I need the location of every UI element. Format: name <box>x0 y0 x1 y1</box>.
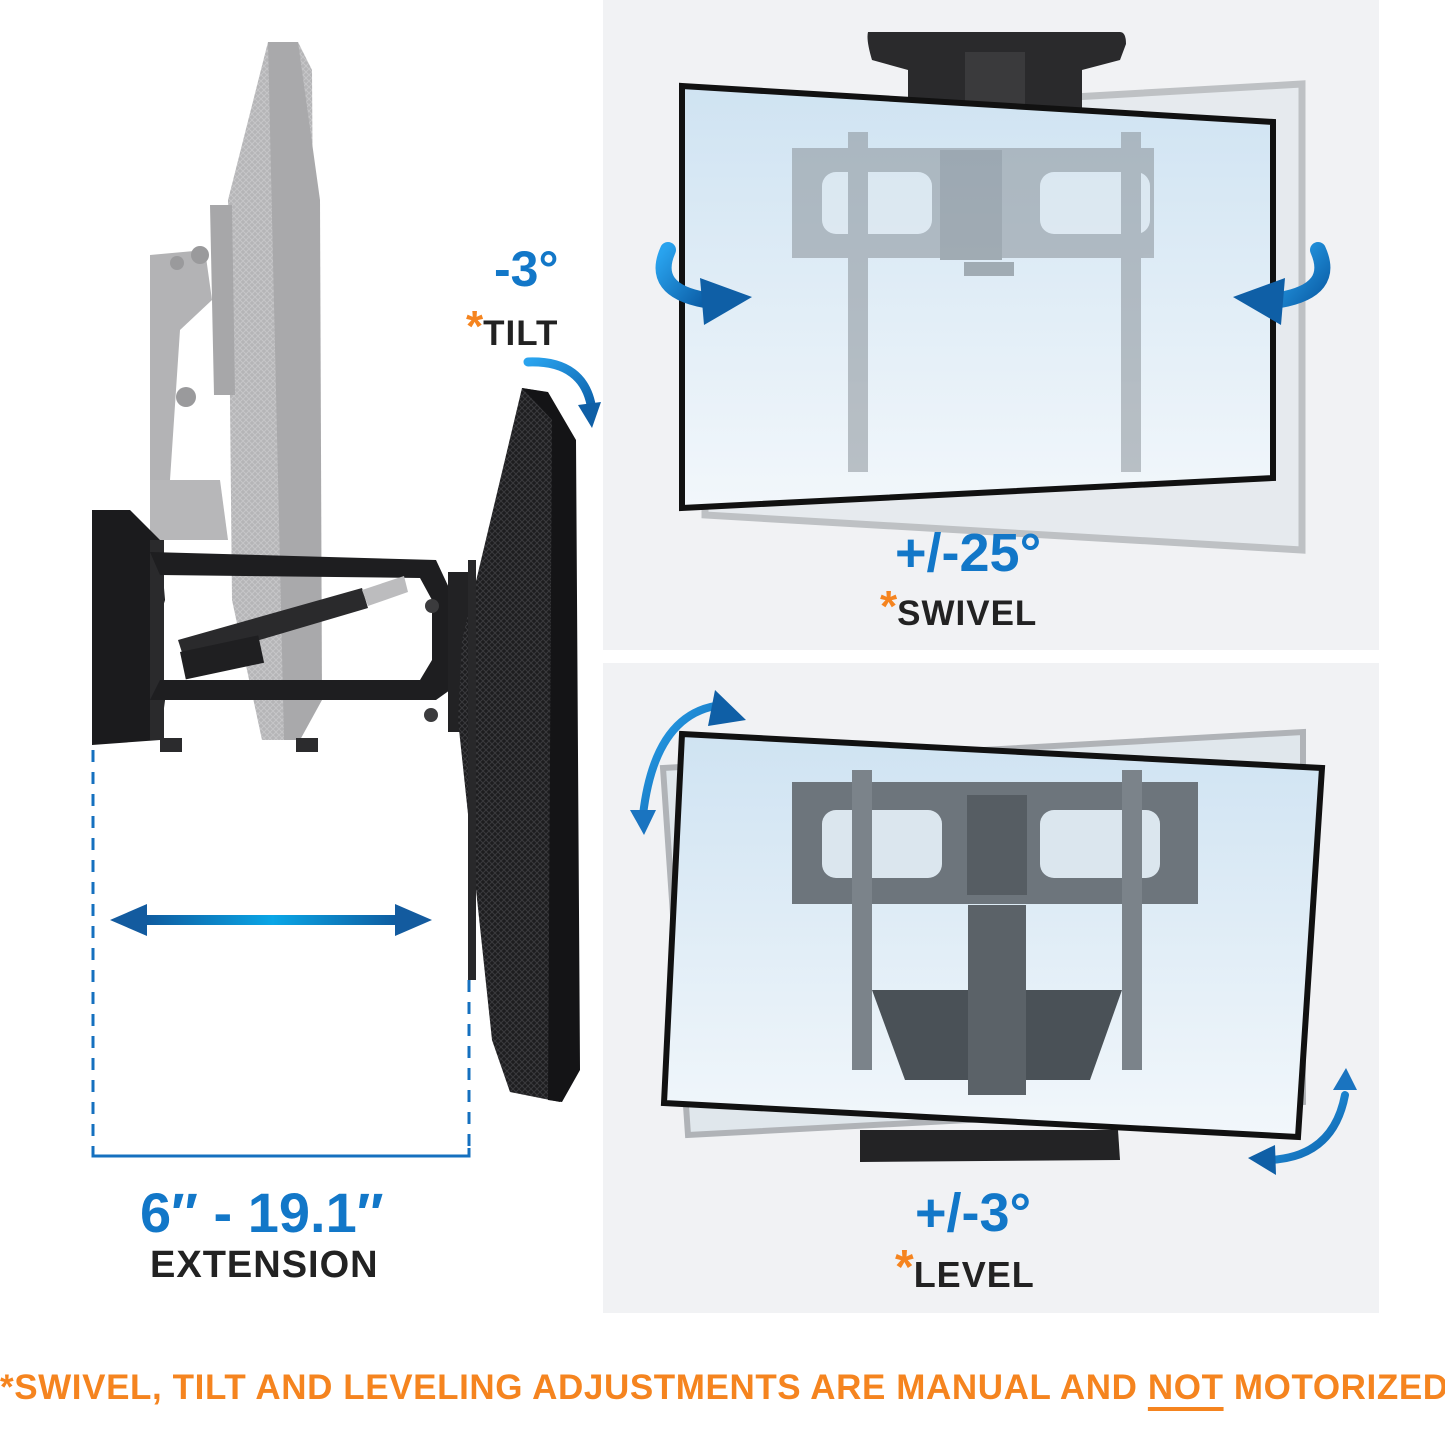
disclaimer-text-before: *SWIVEL, TILT AND LEVELING ADJUSTMENTS A… <box>0 1368 1148 1407</box>
swivel-label-row: *SWIVEL <box>880 582 1037 634</box>
wall-plate <box>92 510 165 745</box>
tilt-label: TILT <box>483 314 559 353</box>
disclaimer-text-after: MOTORIZED <box>1223 1368 1445 1407</box>
extension-label: EXTENSION <box>150 1244 379 1286</box>
swivel-arrow-left-icon <box>655 242 752 325</box>
swivel-label: SWIVEL <box>897 594 1038 633</box>
level-label: LEVEL <box>913 1254 1035 1295</box>
swivel-arrow-right-icon <box>1233 242 1331 325</box>
swivel-asterisk: * <box>880 582 898 631</box>
tilt-degrees: -3° <box>494 241 559 297</box>
tilt-arrow-icon <box>523 357 601 428</box>
extended-tv-side <box>458 388 580 1102</box>
tilt-asterisk: * <box>466 302 484 351</box>
level-asterisk: * <box>895 1241 914 1294</box>
extension-baseline <box>91 1148 471 1158</box>
level-label-row: *LEVEL <box>895 1240 1035 1296</box>
upper-arm <box>150 552 450 700</box>
extension-double-arrow-icon <box>110 904 432 936</box>
level-arrow-top-icon <box>630 690 746 835</box>
tilt-label-row: *TILT <box>466 302 558 355</box>
extension-range: 6″ - 19.1″ <box>140 1181 384 1244</box>
disclaimer-footer: *SWIVEL, TILT AND LEVELING ADJUSTMENTS A… <box>0 1368 1445 1408</box>
level-degrees: +/-3° <box>915 1183 1032 1243</box>
disclaimer-emphasis-not: NOT <box>1147 1368 1224 1407</box>
swivel-tv-illustration <box>655 32 1331 554</box>
level-arrow-bottom-icon <box>1248 1068 1357 1175</box>
level-tv-illustration <box>630 690 1357 1175</box>
swivel-degrees: +/-25° <box>895 523 1042 583</box>
